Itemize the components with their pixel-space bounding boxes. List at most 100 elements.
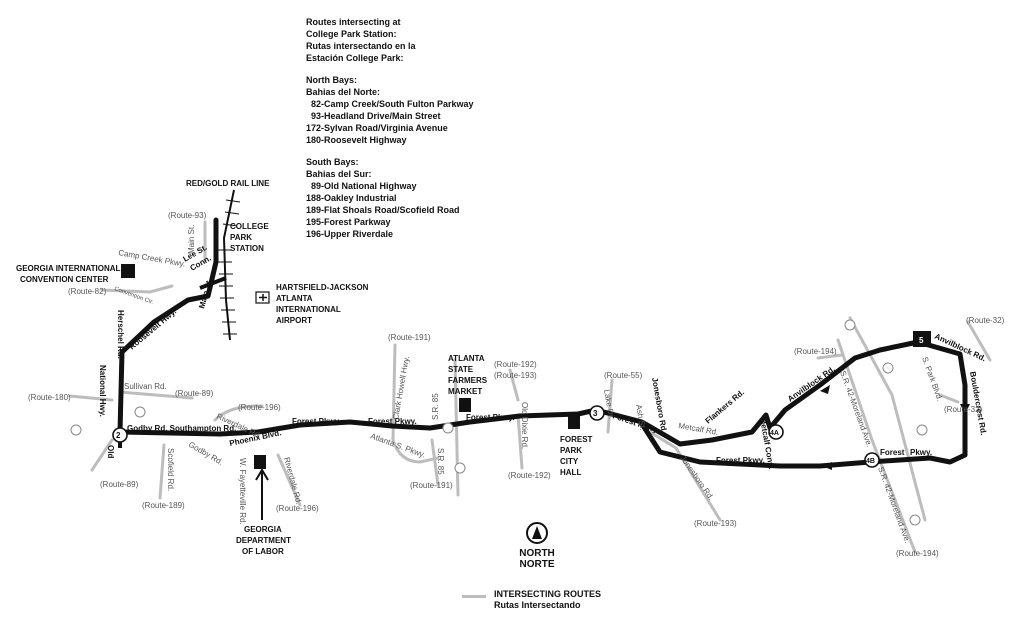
stop-4b[interactable]	[864, 452, 880, 468]
route-189-line	[158, 443, 166, 500]
convention-ctr-label: Convention Ctr.	[113, 286, 154, 306]
forest7-label: Pkwy.	[910, 448, 932, 457]
atlanta-s-label: Atlanta S. Pkwy.	[369, 431, 426, 459]
sullivan-label: Sullivan Rd.	[124, 382, 167, 391]
godby-south-label: Godby Rd. Southampton Rd.	[127, 424, 236, 433]
bouldercrest-label: Bouldercrest Rd.	[968, 371, 988, 436]
route-191b-tag: (Route-191)	[410, 481, 453, 490]
north-route-172: 172-Sylvan Road/Virginia Avenue	[306, 123, 448, 133]
south-route-188: 188-Oakley Industrial	[306, 193, 397, 203]
old-label: Old	[106, 445, 115, 458]
stop-3-label: 3	[593, 409, 598, 418]
park-label: S. Park Blvd.	[920, 356, 944, 403]
airport-label-2: ATLANTA	[276, 294, 313, 303]
station-label-1: COLLEGE	[230, 222, 269, 231]
south-heading-2: Bahias del Sur:	[306, 169, 372, 179]
station-spur	[199, 276, 227, 290]
intersecting-routes-info: Routes intersecting at College Park Stat…	[306, 16, 474, 240]
north-label: NORTH	[519, 548, 555, 559]
route-194-line	[816, 353, 844, 360]
legend-label-en: INTERSECTING ROUTES	[494, 589, 602, 599]
north-heading-1: North Bays:	[306, 75, 358, 85]
city-hall-label-4: HALL	[560, 468, 581, 477]
south-route-189: 189-Flat Shoals Road/Scofield Road	[306, 205, 460, 215]
interstate-shields	[70, 319, 928, 526]
godby-label: Godby Rd.	[187, 440, 225, 467]
legend-label-es: Rutas Intersectando	[494, 600, 581, 610]
market-label-2: STATE	[448, 365, 474, 374]
labor-label-3: OF LABOR	[242, 547, 284, 556]
city-hall-icon	[568, 415, 580, 429]
route-193-line	[648, 430, 722, 522]
moreland2-label: S.R. 42-Moreland Ave.	[876, 466, 912, 545]
stop-3[interactable]	[589, 405, 605, 421]
station-label-3: STATION	[230, 244, 264, 253]
landmark-labels: RED/GOLD RAIL LINE COLLEGE PARK STATION …	[16, 179, 593, 556]
route-196b-tag: (Route-196)	[276, 504, 319, 513]
moreland1-label: S.R. 42-Moreland Ave.	[838, 370, 874, 449]
stop-2-label: 2	[116, 431, 121, 440]
route-191-tag: (Route-191)	[388, 333, 431, 342]
market-label-3: FARMERS	[448, 376, 488, 385]
moreland-line	[836, 338, 917, 554]
airport-label-1: HARTSFIELD-JACKSON	[276, 283, 369, 292]
market-label-4: MARKET	[448, 387, 482, 396]
route-192-south	[516, 413, 524, 470]
direction-arrows	[820, 385, 970, 470]
main-st-label: Main St.	[187, 225, 196, 254]
stop-4a[interactable]	[768, 424, 784, 440]
route-82-line	[100, 284, 174, 294]
labor-label-2: DEPARTMENT	[236, 536, 291, 545]
north-compass: NORTH NORTE	[512, 522, 562, 570]
info-heading-3: Rutas intersectando en la	[306, 41, 416, 51]
route-55-line	[606, 378, 614, 434]
convention-center-icon	[121, 264, 135, 278]
forest2-label: Forest Pkwy.	[368, 417, 417, 426]
route-196-south	[276, 453, 302, 507]
stop-5-label: 5	[919, 336, 924, 345]
convention-label-1: GEORGIA INTERNATIONAL	[16, 264, 121, 273]
sr85a-label: S.R. 85	[431, 393, 440, 420]
scofield-label: Scofield Rd.	[166, 448, 175, 491]
north-route-82: 82-Camp Creek/South Fulton Parkway	[306, 99, 474, 109]
labor-arrow-icon	[255, 468, 269, 520]
airport-label-3: INTERNATIONAL	[276, 305, 341, 314]
forest1-label: Forest Pkwy.	[292, 417, 341, 426]
forest6-label: Forest	[880, 448, 905, 457]
main-st2-label: Main St.	[197, 278, 214, 310]
roosevelt-label: Roosevelt Hwy.	[128, 307, 179, 352]
city-hall-label-1: FOREST	[560, 435, 593, 444]
route-32-line	[966, 320, 992, 362]
national-label: National Hwy.	[98, 365, 107, 417]
route-192-tag: (Route-192)	[494, 360, 537, 369]
route-89-tag: (Route-89)	[175, 389, 214, 398]
route-194-tag: (Route-194)	[794, 347, 837, 356]
route-192b-tag: (Route-192)	[508, 471, 551, 480]
route-89-line	[118, 390, 194, 400]
route-189-tag: (Route-189)	[142, 501, 185, 510]
labor-label-1: GEORGIA	[244, 525, 282, 534]
legend-text: INTERSECTING ROUTES Rutas Intersectando	[494, 589, 601, 611]
stop-2[interactable]	[112, 427, 128, 443]
route-tags: (Route-93) (Route-82) (Route-180) (Route…	[28, 211, 1005, 558]
intersecting-routes	[68, 220, 992, 554]
legend-swatch	[462, 595, 486, 598]
route-93-tag: (Route-93)	[168, 211, 207, 220]
rail-line	[218, 189, 241, 341]
metcalf-label: Metcalf Rd.	[678, 421, 719, 437]
fayetteville-label: W. Fayetteville Rd.	[238, 458, 247, 525]
stop-5[interactable]	[913, 331, 931, 347]
south-route-196: 196-Upper Riverdale	[306, 229, 394, 239]
south-route-195: 195-Forest Parkway	[306, 217, 391, 227]
i285-east	[848, 316, 927, 522]
info-heading-1: Routes intersecting at	[306, 17, 401, 27]
stop-4a-label: 4A	[770, 430, 779, 437]
convention-label-2: CONVENTION CENTER	[20, 275, 109, 284]
stop-4b-label: 4B	[866, 458, 875, 465]
city-hall-label-3: CITY	[560, 457, 579, 466]
route-55-tag: (Route-55)	[604, 371, 643, 380]
south-heading-1: South Bays:	[306, 157, 359, 167]
north-arrow-icon	[526, 522, 548, 544]
route-32-south	[938, 393, 960, 404]
